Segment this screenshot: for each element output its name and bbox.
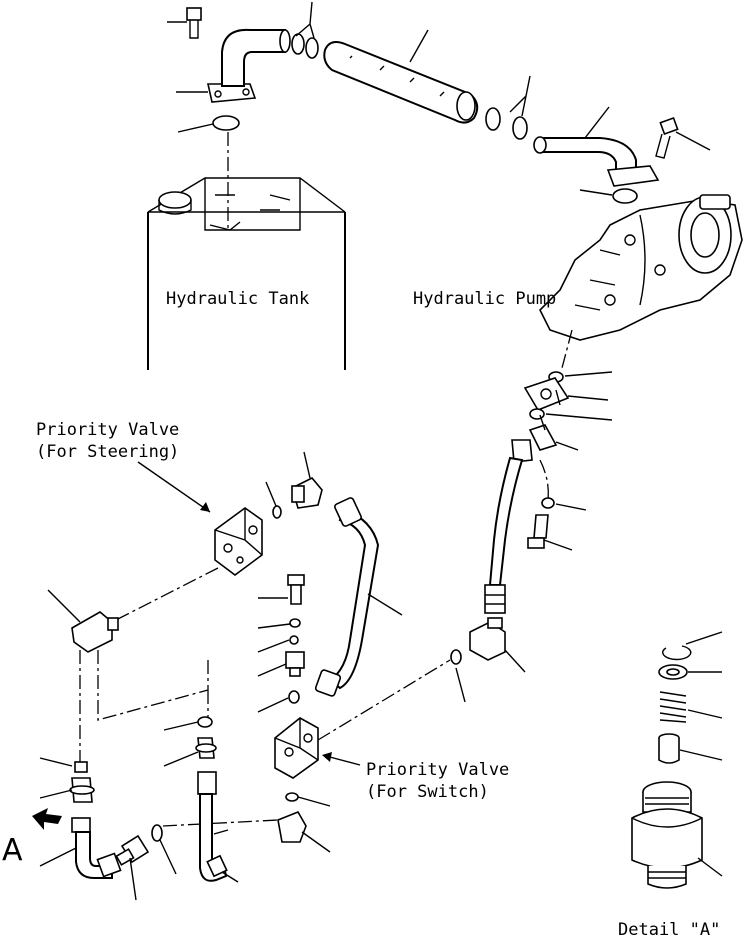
middle-centerline [162, 819, 279, 827]
switch-leader [325, 755, 361, 766]
priority-valve-switch-label-2: (For Switch) [366, 782, 489, 802]
o-ring-pump-top [612, 188, 638, 204]
priority-valve-steering [214, 507, 263, 576]
tank-elbow-pipe [207, 28, 291, 103]
union-left [69, 777, 95, 803]
steering-leader [137, 461, 211, 513]
half-clamp [528, 424, 558, 451]
bolt-centerline [539, 459, 549, 501]
detail-a-caption: Detail "A" [618, 920, 720, 937]
washer-column-1 [289, 618, 301, 628]
pump-elbow-pipe [533, 136, 660, 187]
o-ring-flange [529, 408, 545, 420]
hydraulic-tank-label: Hydraulic Tank [166, 289, 309, 309]
bolt-pump-lower [527, 514, 549, 549]
hydraulic-tank [147, 177, 346, 370]
o-ring-elbow [450, 649, 462, 665]
detail-a-spring [659, 691, 687, 723]
detail-a-snap-ring [662, 645, 692, 661]
washer-pump [541, 497, 555, 509]
steering-centerline [111, 567, 219, 623]
elbow-fitting-switch [277, 810, 307, 843]
callout-leaders [39, 1, 723, 901]
bolt-column [287, 574, 305, 605]
bolt-top-left [186, 7, 202, 39]
union-right [195, 737, 217, 759]
dash-connection-left [97, 650, 209, 721]
priority-valve-switch-label-1: Priority Valve [366, 760, 509, 780]
o-ring-column-2 [288, 690, 300, 704]
connector-column [285, 651, 305, 677]
elbow-fitting-steering [291, 477, 323, 509]
plug-fitting-left [71, 611, 119, 653]
detail-a-washer [658, 664, 688, 680]
tube-left [71, 817, 122, 879]
hose-clamps-right [485, 107, 528, 140]
hydraulic-pump-label: Hydraulic Pump [413, 289, 556, 309]
tube-right [197, 771, 228, 882]
o-ring-middle [151, 824, 163, 842]
bolt-pump-top [655, 116, 679, 159]
detail-a-spool [658, 733, 680, 764]
switch-centerline [317, 659, 451, 741]
pump-outlet-centerline [561, 329, 573, 369]
switch-leader-arrow [322, 752, 332, 762]
pump-delivery-hose [484, 456, 524, 614]
view-arrow-a [32, 808, 62, 830]
steering-leader-arrow [200, 502, 210, 512]
elbow-fitting-pump [469, 617, 506, 661]
suction-hose [323, 41, 479, 124]
o-ring-tube-right [197, 716, 213, 728]
hose-fitting-top [511, 439, 533, 463]
priority-valve-steering-label-2: (For Steering) [36, 442, 179, 462]
o-ring-switch [285, 792, 299, 802]
o-ring-steering [272, 505, 282, 519]
priority-valve-switch [274, 717, 319, 779]
view-marker-a: A [2, 833, 23, 868]
washer-left-col [74, 761, 88, 773]
steering-hose [314, 497, 380, 697]
adapter-middle [115, 834, 150, 866]
priority-valve-steering-label-1: Priority Valve [36, 420, 179, 440]
hydraulic-pump [539, 194, 743, 341]
o-ring-tank [212, 115, 240, 131]
detail-a-body [631, 781, 703, 889]
o-ring-column [289, 635, 299, 645]
split-flange [523, 377, 570, 411]
